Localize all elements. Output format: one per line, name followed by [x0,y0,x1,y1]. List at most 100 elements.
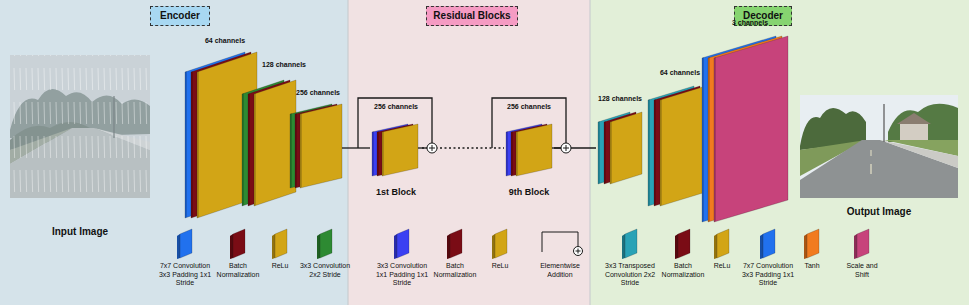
legend-label: 7x7 Convolution 3x3 Padding 1x1 Stride [158,262,212,288]
section-header: Residual Blocks [426,6,518,26]
channel-label: 128 channels [262,61,306,69]
swatch-side [675,234,678,259]
swatch-face [320,229,332,258]
swatch-face [857,229,869,258]
legend-addition-plus [576,249,581,254]
layer-stack-art [648,86,706,206]
swatch-face [275,229,287,258]
swatch-face [450,229,462,258]
layer-slab-edge [300,113,302,188]
swatch-side [854,234,857,259]
layer-stack: 256 channels [294,89,342,188]
layer-slab-edge [372,131,374,176]
addition-symbol [561,143,571,153]
residual-panel [348,0,590,305]
layer-slab-edge [654,99,656,206]
swatch-side [177,234,180,259]
layer-slab-edge [702,57,704,222]
legend-addition-sample [542,232,578,252]
swatch-side [714,234,717,259]
legend-swatch [710,226,734,260]
photo-sidewalk [880,140,958,168]
legend-swatch [173,226,197,260]
layer-slab-edge [254,93,256,206]
layer-slab-edge [648,99,650,206]
section-title: Residual Blocks [433,10,510,22]
layer-slab-edge [506,131,508,176]
image-caption: Input Image [52,226,108,238]
swatch-side [272,234,275,259]
channel-label: 3 channels [732,19,768,27]
block-output-wire [418,147,427,148]
image-caption: Output Image [847,206,911,218]
photo-roof [897,113,931,124]
legend-label: Elementwise Addition [533,262,587,279]
legend-swatch [390,226,414,260]
swatch-shade [622,234,625,259]
legend-label: 3x3 Transposed Convolution 2x2 Stride [602,262,658,288]
section-header: Encoder [150,6,210,26]
legend-swatch [800,226,824,260]
block-label: 1st Block [376,187,416,198]
swatch-shade [854,234,857,259]
channel-label: 256 channels [374,103,418,111]
skip-connection [358,98,432,148]
swatch-side [622,234,625,259]
residual-block: 256 channels9th Block [504,103,554,198]
swatch-face [180,229,192,258]
layer-slab [516,124,552,176]
layer-slab-edge [197,71,199,218]
photo-road [800,140,958,198]
layer-stack-art [242,80,296,206]
swatch-shade [492,234,495,259]
legend-label: Batch Normalization [214,262,262,279]
channel-label: 64 channels [660,69,700,77]
legend-label: ReLu [485,262,515,271]
layer-stack: 64 channels [656,69,704,206]
legend-swatch [671,226,695,260]
swatch-shade [177,234,180,259]
layer-slab [660,86,706,206]
legend-label: ReLu [265,262,295,271]
swatch-shade [394,234,397,259]
swatch-shade [447,234,450,259]
legend-label: Batch Normalization [431,262,479,279]
legend-label: 7x7 Convolution 3x3 Padding 1x1 Stride [739,262,797,288]
encoder-panel [0,0,348,305]
layer-slab-edge [604,121,606,184]
addition-symbol [427,143,437,153]
swatch-face [233,229,245,258]
legend-swatch [268,226,292,260]
photo-lane-mark [870,164,871,174]
residual-block: 256 channels 1st Block [370,103,422,198]
channel-label: 64 channels [205,37,245,45]
layer-slab-edge [191,71,193,218]
swatch-face [717,229,729,258]
layer-slab-edge [708,57,710,222]
swatch-shade [230,234,233,259]
layer-slab-edge [598,121,600,184]
input-photo [10,55,150,198]
layer-slab-edge [382,131,384,176]
photo-lane-mark [871,150,872,156]
swatch-face [807,229,819,258]
legend-label: Batch Normalization [660,262,706,279]
swatch-side [492,234,495,259]
image-panel: Output Image [800,95,958,218]
swatch-side [804,234,807,259]
photo-haze [10,55,150,198]
legend-label: ReLu [709,262,735,271]
legend-swatch [226,226,250,260]
legend-addition-symbol [574,247,583,256]
swatch-shade [804,234,807,259]
block-output-wire [552,147,561,148]
swatch-side [447,234,450,259]
channel-label: 128 channels [598,95,642,103]
photo-rain [10,55,150,198]
layer-stack-art [598,112,642,184]
layer-stack-art [506,124,552,176]
